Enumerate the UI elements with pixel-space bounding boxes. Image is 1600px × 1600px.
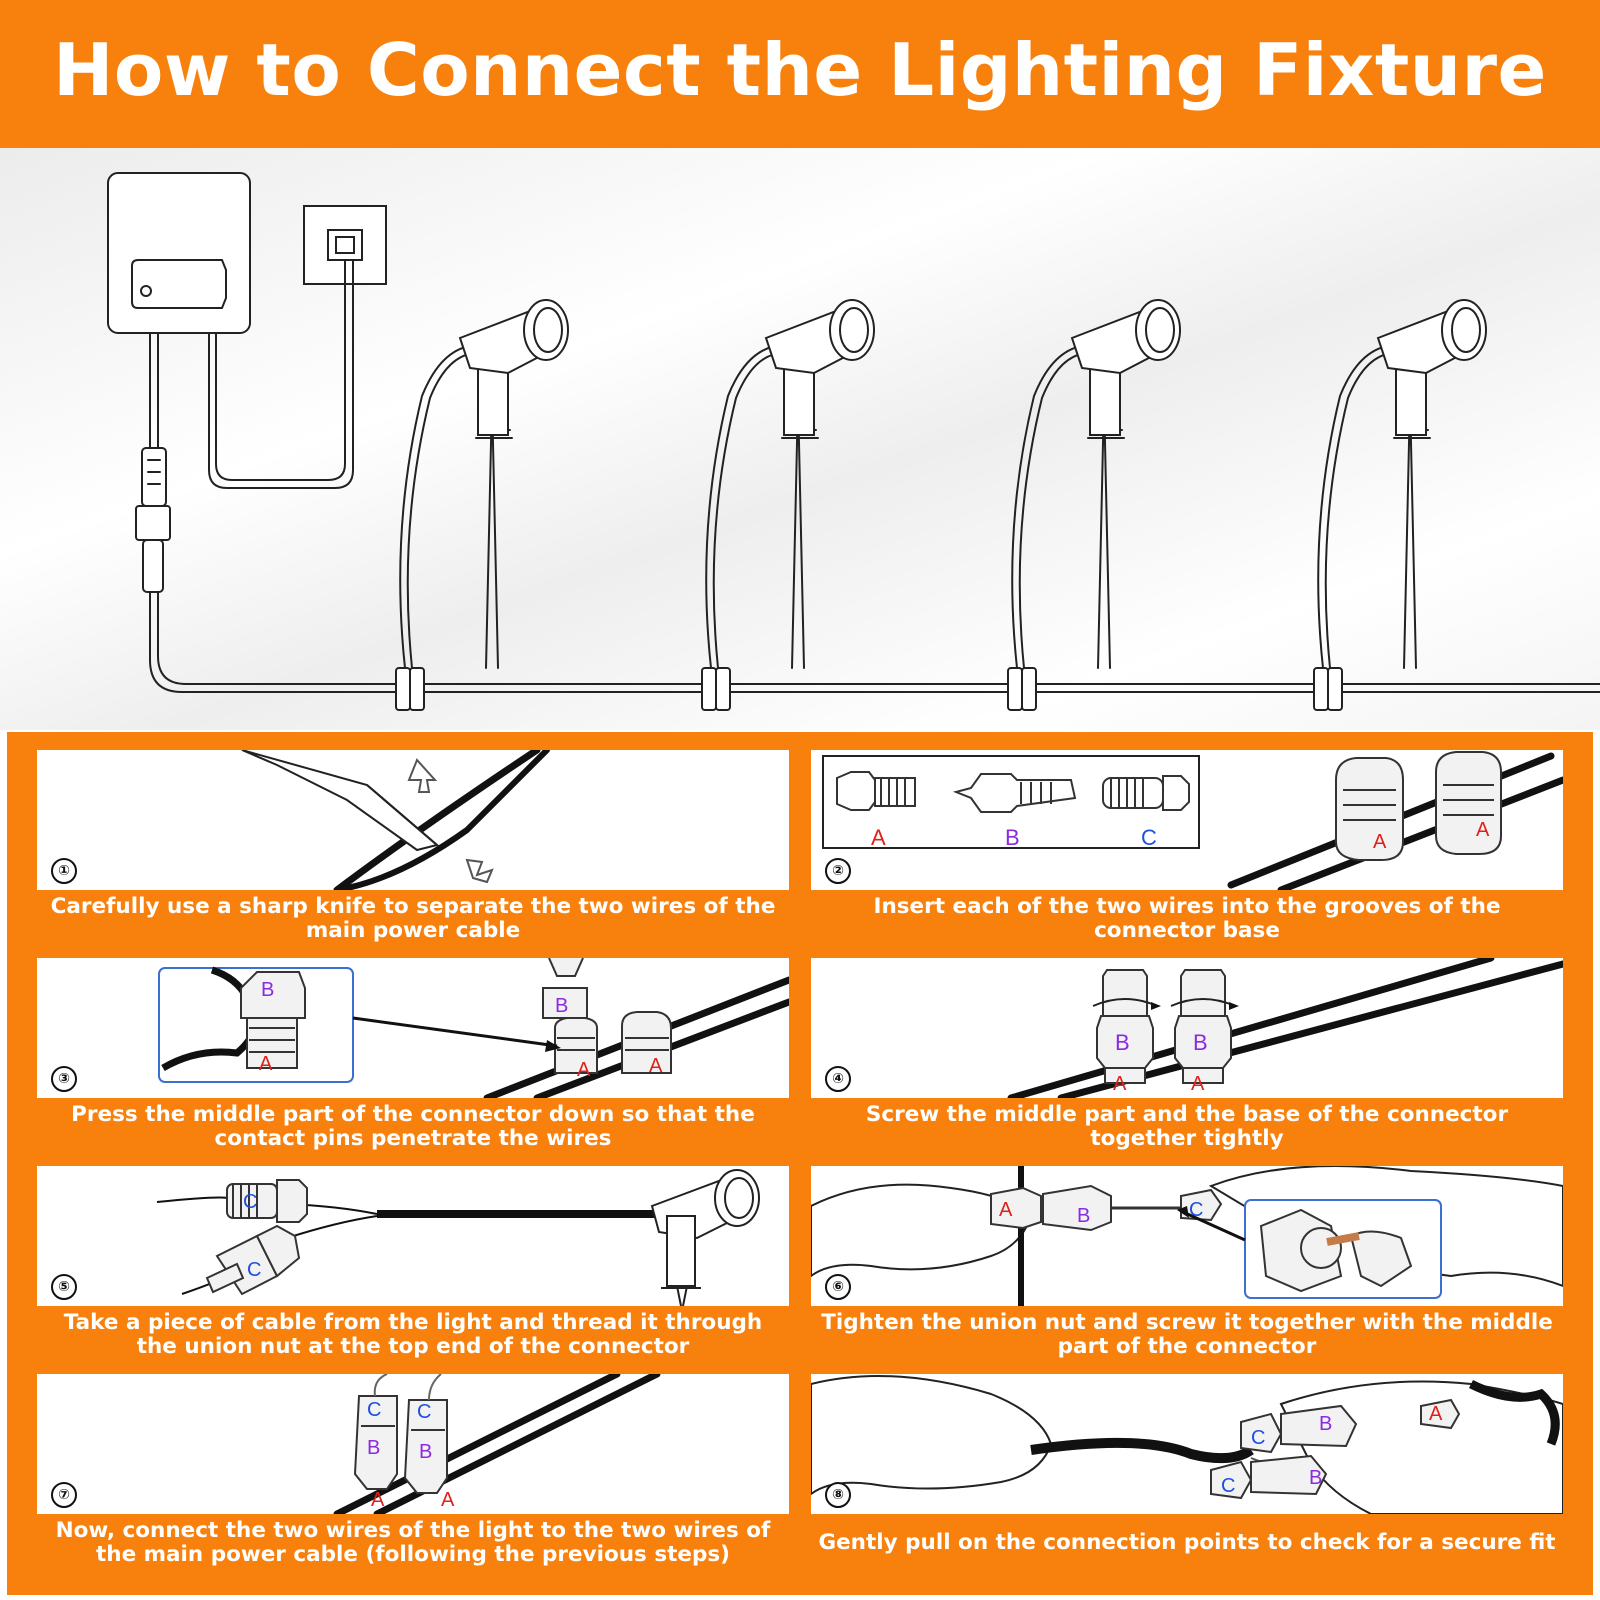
connector-label-b: B bbox=[1319, 1413, 1332, 1435]
fixture-2 bbox=[701, 299, 875, 711]
connector-label-a: A bbox=[371, 1489, 385, 1511]
step-1-number: ① bbox=[51, 858, 77, 884]
connector-label-a: A bbox=[577, 1059, 591, 1081]
nut-label-c: C bbox=[1189, 1199, 1203, 1221]
connector-label-a: A bbox=[441, 1489, 455, 1511]
step-8: C B C B A ⑧ Gently pull on the connectio… bbox=[811, 1374, 1563, 1572]
fixture-4 bbox=[1313, 299, 1487, 711]
part-label-c: C bbox=[1141, 825, 1157, 850]
step-7: C C B B A A ⑦ Now, connect the two wires… bbox=[37, 1374, 789, 1572]
steps-grid: ① Carefully use a sharp knife to separat… bbox=[7, 732, 1593, 1595]
connector-label-b: B bbox=[1309, 1467, 1322, 1489]
step-7-number: ⑦ bbox=[51, 1482, 77, 1508]
step-1: ① Carefully use a sharp knife to separat… bbox=[37, 750, 789, 948]
inset-label-a: A bbox=[259, 1053, 273, 1075]
connector-label-a: A bbox=[1476, 819, 1490, 841]
part-label-b: B bbox=[1005, 825, 1020, 850]
step-5-illustration: C C ⑤ bbox=[37, 1166, 789, 1306]
step-5-number: ⑤ bbox=[51, 1274, 77, 1300]
step-4: B B A A ④ Screw the middle part and the … bbox=[811, 958, 1563, 1156]
wiring-overview-svg bbox=[107, 172, 1600, 711]
connector-label-b: B bbox=[419, 1441, 432, 1463]
step-3-number: ③ bbox=[51, 1066, 77, 1092]
page-title: How to Connect the Lighting Fixture bbox=[53, 28, 1547, 112]
part-label-a: A bbox=[871, 825, 886, 850]
step-2-caption: Insert each of the two wires into the gr… bbox=[873, 894, 1501, 943]
wiring-overview-illustration bbox=[0, 148, 1600, 730]
connector-label-a: A bbox=[999, 1199, 1013, 1221]
nut-label-c: C bbox=[367, 1399, 381, 1421]
step-1-caption: Carefully use a sharp knife to separate … bbox=[50, 894, 776, 943]
fixture-3 bbox=[1007, 299, 1181, 711]
step-4-caption: Screw the middle part and the base of th… bbox=[865, 1102, 1509, 1151]
step-2-number: ② bbox=[825, 858, 851, 884]
step-4-illustration: B B A A ④ bbox=[811, 958, 1563, 1098]
nut-label-c: C bbox=[243, 1191, 257, 1213]
connector-label-b: B bbox=[1077, 1205, 1090, 1227]
step-6-caption: Tighten the union nut and screw it toget… bbox=[821, 1310, 1553, 1359]
step-5: C C ⑤ Take a piece of cable from the lig… bbox=[37, 1166, 789, 1364]
step-2-illustration: A B C A A ② bbox=[811, 750, 1563, 890]
inset-label-b: B bbox=[261, 979, 274, 1001]
step-6-illustration: A B C ⑥ bbox=[811, 1166, 1563, 1306]
step-6-number: ⑥ bbox=[825, 1274, 851, 1300]
step-5-caption: Take a piece of cable from the light and… bbox=[63, 1310, 763, 1359]
connector-label-a: A bbox=[1113, 1073, 1127, 1095]
nut-label-c: C bbox=[1221, 1475, 1235, 1497]
connector-label-b: B bbox=[1115, 1030, 1130, 1055]
step-8-illustration: C B C B A ⑧ bbox=[811, 1374, 1563, 1514]
step-8-number: ⑧ bbox=[825, 1482, 851, 1508]
step-4-number: ④ bbox=[825, 1066, 851, 1092]
connector-label-a: A bbox=[649, 1055, 663, 1077]
connector-label-b: B bbox=[555, 995, 568, 1017]
step-3-caption: Press the middle part of the connector d… bbox=[71, 1102, 755, 1151]
connector-label-b: B bbox=[367, 1437, 380, 1459]
nut-label-c: C bbox=[417, 1401, 431, 1423]
step-2: A B C A A ② Insert each of the two wires… bbox=[811, 750, 1563, 948]
step-6: A B C ⑥ Tighten the union nut and screw … bbox=[811, 1166, 1563, 1364]
nut-label-c: C bbox=[1251, 1427, 1265, 1449]
step-3: B A B A A ③ Press the middle part of the… bbox=[37, 958, 789, 1156]
connector-label-a: A bbox=[1191, 1073, 1205, 1095]
step-1-illustration: ① bbox=[37, 750, 789, 890]
connector-label-b: B bbox=[1193, 1030, 1208, 1055]
title-banner: How to Connect the Lighting Fixture bbox=[0, 0, 1600, 148]
step-3-illustration: B A B A A ③ bbox=[37, 958, 789, 1098]
connector-label-a: A bbox=[1373, 831, 1387, 853]
fixture-1 bbox=[395, 299, 569, 711]
step-8-caption: Gently pull on the connection points to … bbox=[818, 1530, 1556, 1555]
connector-label-a: A bbox=[1429, 1403, 1443, 1425]
step-7-illustration: C C B B A A ⑦ bbox=[37, 1374, 789, 1514]
nut-label-c: C bbox=[247, 1259, 261, 1281]
step-7-caption: Now, connect the two wires of the light … bbox=[55, 1518, 771, 1567]
